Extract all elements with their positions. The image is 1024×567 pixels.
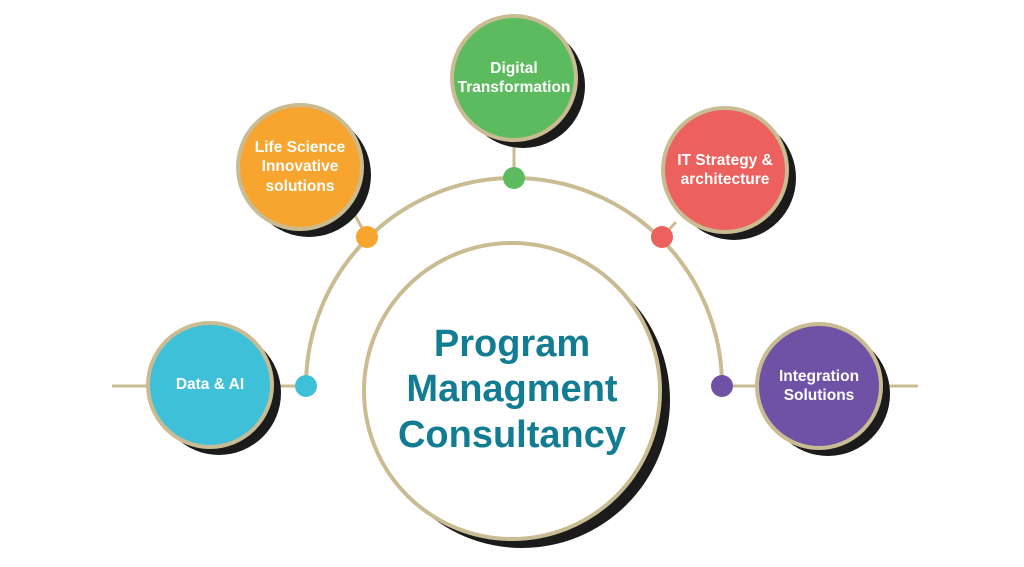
dot-it-strategy xyxy=(651,226,673,248)
dot-integration xyxy=(711,375,733,397)
node-circle-it-strategy xyxy=(661,106,789,234)
node-circle-life-science xyxy=(236,103,364,231)
center-circle xyxy=(362,241,662,541)
dot-digital-transformation xyxy=(503,167,525,189)
node-circle-data-ai xyxy=(146,321,274,449)
dot-life-science xyxy=(356,226,378,248)
dot-data-ai xyxy=(295,375,317,397)
node-circle-digital-transformation xyxy=(450,14,578,142)
node-circle-integration xyxy=(755,322,883,450)
